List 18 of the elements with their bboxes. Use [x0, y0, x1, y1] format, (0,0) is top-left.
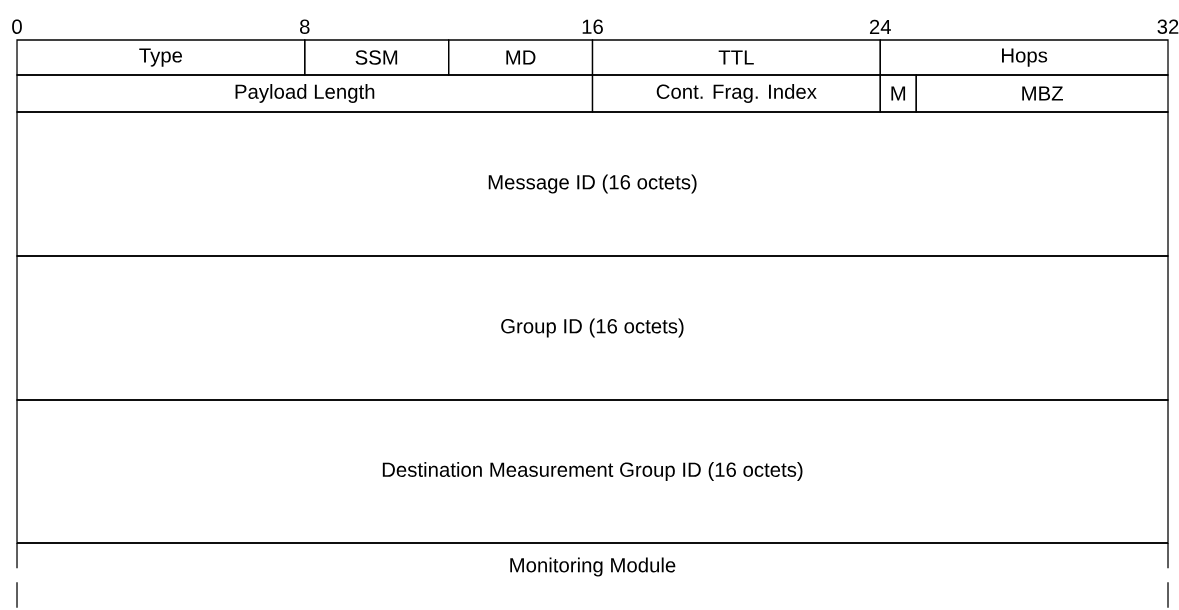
field-box: SSM: [304, 39, 450, 76]
field-box: Destination Measurement Group ID (16 octets): [16, 399, 1169, 544]
field-box: TTL: [591, 39, 881, 76]
field-box: Payload Length: [16, 74, 594, 113]
field-box: M: [879, 74, 917, 113]
bit-number: 32: [1157, 19, 1179, 34]
bit-number: 0: [12, 19, 22, 34]
field-box: Message ID (16 octets): [16, 111, 1169, 257]
bit-number: 8: [300, 19, 310, 34]
bit-number: 16: [582, 19, 603, 34]
field-box: MBZ: [915, 74, 1169, 113]
field-box: Hops: [879, 39, 1169, 76]
field-box: MD: [448, 39, 594, 76]
field-box: Group ID (16 octets): [16, 255, 1169, 401]
bit-number: 24: [869, 19, 891, 34]
field-box: Monitoring Module: [16, 542, 1169, 610]
field-box: Cont. Frag. Index: [591, 74, 881, 113]
field-box: Type: [16, 39, 306, 76]
